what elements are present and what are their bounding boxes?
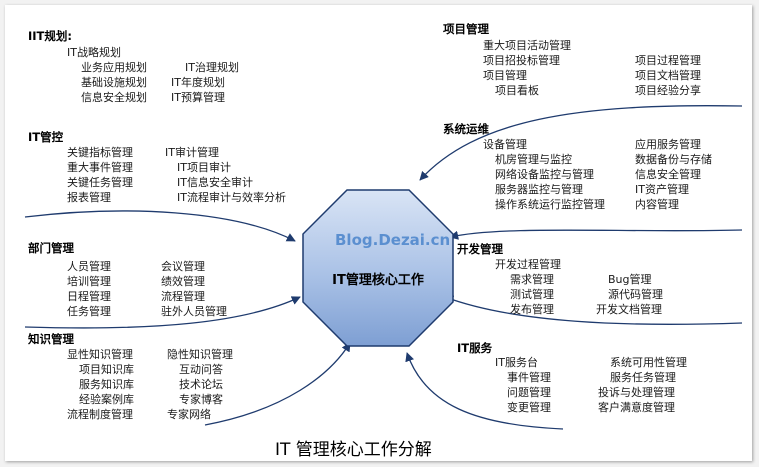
list-item: 流程管理	[161, 290, 205, 303]
list-item: 应用服务管理	[635, 138, 701, 151]
list-item: 服务知识库	[79, 378, 134, 391]
list-item: 关键任务管理	[67, 176, 133, 189]
list-item: 项目经验分享	[635, 84, 701, 97]
list-item: 投诉与处理管理	[598, 386, 675, 399]
list-item: IT流程审计与效率分析	[177, 191, 286, 204]
list-item: IT资产管理	[635, 183, 689, 196]
list-item: 需求管理	[510, 273, 554, 286]
list-item: 技术论坛	[179, 378, 223, 391]
list-item: 隐性知识管理	[167, 348, 233, 361]
core-octagon	[302, 189, 454, 347]
diagram-canvas: Blog.Dezai.cn IT管理核心工作 IIT规划: IT战略规划 业务应…	[5, 5, 752, 461]
section-title-department: 部门管理	[28, 241, 74, 255]
section-title-project: 项目管理	[443, 22, 489, 36]
list-item: 项目知识库	[79, 363, 134, 376]
list-item: 重大事件管理	[67, 161, 133, 174]
list-item: 服务任务管理	[610, 371, 676, 384]
list-item: 关键指标管理	[67, 146, 133, 159]
arrow-service	[405, 352, 564, 430]
arrow-department	[24, 296, 301, 329]
list-item: IT战略规划	[67, 46, 121, 59]
list-item: 经验案例库	[79, 393, 134, 406]
list-item: 问题管理	[507, 386, 551, 399]
arrow-project	[419, 105, 743, 181]
list-item: 业务应用规划	[81, 61, 147, 74]
list-item: 显性知识管理	[67, 348, 133, 361]
list-item: 系统可用性管理	[610, 356, 687, 369]
section-title-ops: 系统运维	[443, 122, 489, 136]
list-item: 项目招投标管理	[483, 54, 560, 67]
list-item: 绩效管理	[161, 275, 205, 288]
list-item: 流程制度管理	[67, 408, 133, 421]
list-item: Bug管理	[608, 273, 652, 286]
list-item: 人员管理	[67, 260, 111, 273]
arrow-layer	[24, 105, 743, 430]
core-label: IT管理核心工作	[332, 273, 424, 288]
list-item: 互动问答	[179, 363, 223, 376]
list-item: 专家网络	[167, 408, 211, 421]
figure-caption: IT 管理核心工作分解	[275, 440, 432, 460]
list-item: 开发文档管理	[596, 303, 662, 316]
list-item: 会议管理	[161, 260, 205, 273]
list-item: 测试管理	[510, 288, 554, 301]
arrow-dev	[444, 295, 743, 325]
list-item: 机房管理与监控	[495, 153, 572, 166]
list-item: 开发过程管理	[495, 258, 561, 271]
list-item: 网络设备监控与管理	[495, 168, 594, 181]
list-item: 数据备份与存储	[635, 153, 712, 166]
list-item: 专家博客	[179, 393, 223, 406]
arrow-ops	[449, 229, 743, 240]
list-item: 源代码管理	[608, 288, 663, 301]
list-item: 信息安全规划	[81, 91, 147, 104]
list-item: 项目管理	[483, 69, 527, 82]
list-item: 基础设施规划	[81, 76, 147, 89]
section-title-it-control: IT管控	[28, 130, 64, 144]
list-item: 任务管理	[67, 305, 111, 318]
section-title-it-service: IT服务	[457, 341, 493, 355]
list-item: 驻外人员管理	[161, 305, 227, 318]
list-item: 项目文档管理	[635, 69, 701, 82]
arrow-it-control	[24, 210, 296, 242]
list-item: IT审计管理	[165, 146, 219, 159]
list-item: IT项目审计	[177, 161, 231, 174]
list-item: IT预算管理	[171, 91, 225, 104]
list-item: 发布管理	[510, 303, 554, 316]
list-item: 重大项目活动管理	[483, 39, 571, 52]
list-item: 报表管理	[67, 191, 111, 204]
section-title-dev: 开发管理	[457, 242, 503, 256]
list-item: IT年度规划	[171, 76, 225, 89]
list-item: 操作系统运行监控管理	[495, 198, 605, 211]
list-item: 项目看板	[495, 84, 539, 97]
list-item: 客户满意度管理	[598, 401, 675, 414]
list-item: IT服务台	[495, 356, 538, 369]
watermark: Blog.Dezai.cn	[335, 231, 451, 249]
list-item: 培训管理	[67, 275, 111, 288]
list-item: 日程管理	[67, 290, 111, 303]
arrow-knowledge	[204, 342, 351, 426]
list-item: IT信息安全审计	[177, 176, 253, 189]
list-item: IT治理规划	[185, 61, 239, 74]
section-title-knowledge: 知识管理	[28, 332, 74, 346]
list-item: 信息安全管理	[635, 168, 701, 181]
list-item: 设备管理	[483, 138, 527, 151]
list-item: 服务器监控与管理	[495, 183, 583, 196]
section-title-it-planning: IIT规划:	[28, 29, 73, 43]
list-item: 变更管理	[507, 401, 551, 414]
list-item: 项目过程管理	[635, 54, 701, 67]
list-item: 内容管理	[635, 198, 679, 211]
list-item: 事件管理	[507, 371, 551, 384]
